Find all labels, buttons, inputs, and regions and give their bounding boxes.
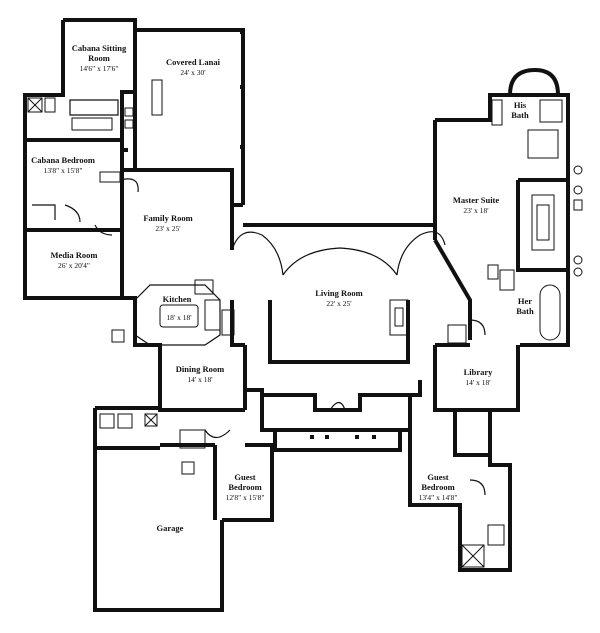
room-dims: 13'4" x 14'8" xyxy=(419,493,458,502)
room-dims: 14' x 18' xyxy=(465,378,491,387)
room-name-line2: Bedroom xyxy=(228,482,261,492)
room-name: Dining Room xyxy=(176,364,224,374)
room-name: Living Room xyxy=(315,288,362,298)
room-cabana-sitting-room: Cabana Sitting Room 14'6" x 17'6" xyxy=(72,43,127,73)
room-dims: 24' x 30' xyxy=(180,68,206,77)
room-dims: 12'8" x 15'8" xyxy=(226,493,265,502)
room-master-suite: Master Suite 23' x 18' xyxy=(453,195,500,215)
room-her-bath: Her Bath xyxy=(516,296,534,316)
room-name: Library xyxy=(464,367,494,377)
room-guest-bedroom-1: Guest Bedroom 12'8" x 15'8" xyxy=(226,472,265,502)
room-name: Guest xyxy=(234,472,255,482)
room-name: Master Suite xyxy=(453,195,500,205)
room-name: His xyxy=(514,100,527,110)
room-name-line2: Room xyxy=(88,53,110,63)
room-family-room: Family Room 23' x 25' xyxy=(143,213,192,233)
room-name-line2: Bath xyxy=(511,110,529,120)
room-name: Family Room xyxy=(143,213,192,223)
room-kitchen: Kitchen 18' x 18' xyxy=(163,294,193,322)
room-garage: Garage xyxy=(157,523,184,533)
room-name: Media Room xyxy=(51,250,98,260)
walls xyxy=(23,18,570,612)
room-name: Garage xyxy=(157,523,184,533)
room-living-room: Living Room 22' x 25' xyxy=(315,288,362,308)
fixtures xyxy=(27,30,583,568)
room-dims: 22' x 25' xyxy=(326,299,352,308)
room-dims: 14'6" x 17'6" xyxy=(80,64,119,73)
room-name-line2: Bedroom xyxy=(421,482,454,492)
room-name: Cabana Bedroom xyxy=(31,155,95,165)
room-dims: 23' x 25' xyxy=(155,224,181,233)
room-labels: Cabana Sitting Room 14'6" x 17'6" Covere… xyxy=(31,43,534,533)
room-name: Her xyxy=(518,296,532,306)
room-name: Guest xyxy=(427,472,448,482)
room-covered-lanai: Covered Lanai 24' x 30' xyxy=(166,57,221,77)
room-name: Covered Lanai xyxy=(166,57,221,67)
room-guest-bedroom-2: Guest Bedroom 13'4" x 14'8" xyxy=(419,472,458,502)
room-cabana-bedroom: Cabana Bedroom 13'8" x 15'8" xyxy=(31,155,95,175)
room-media-room: Media Room 26' x 20'4" xyxy=(51,250,98,270)
room-name: Kitchen xyxy=(163,294,192,304)
room-dims: 14' x 18' xyxy=(187,375,213,384)
room-dims: 23' x 18' xyxy=(463,206,489,215)
room-dims: 26' x 20'4" xyxy=(58,261,90,270)
room-dims: 18' x 18' xyxy=(166,313,192,322)
room-dims: 13'8" x 15'8" xyxy=(44,166,83,175)
room-name-line2: Bath xyxy=(516,306,534,316)
room-dining-room: Dining Room 14' x 18' xyxy=(176,364,224,384)
room-his-bath: His Bath xyxy=(511,100,529,120)
room-library: Library 14' x 18' xyxy=(464,367,494,387)
room-name: Cabana Sitting xyxy=(72,43,127,53)
